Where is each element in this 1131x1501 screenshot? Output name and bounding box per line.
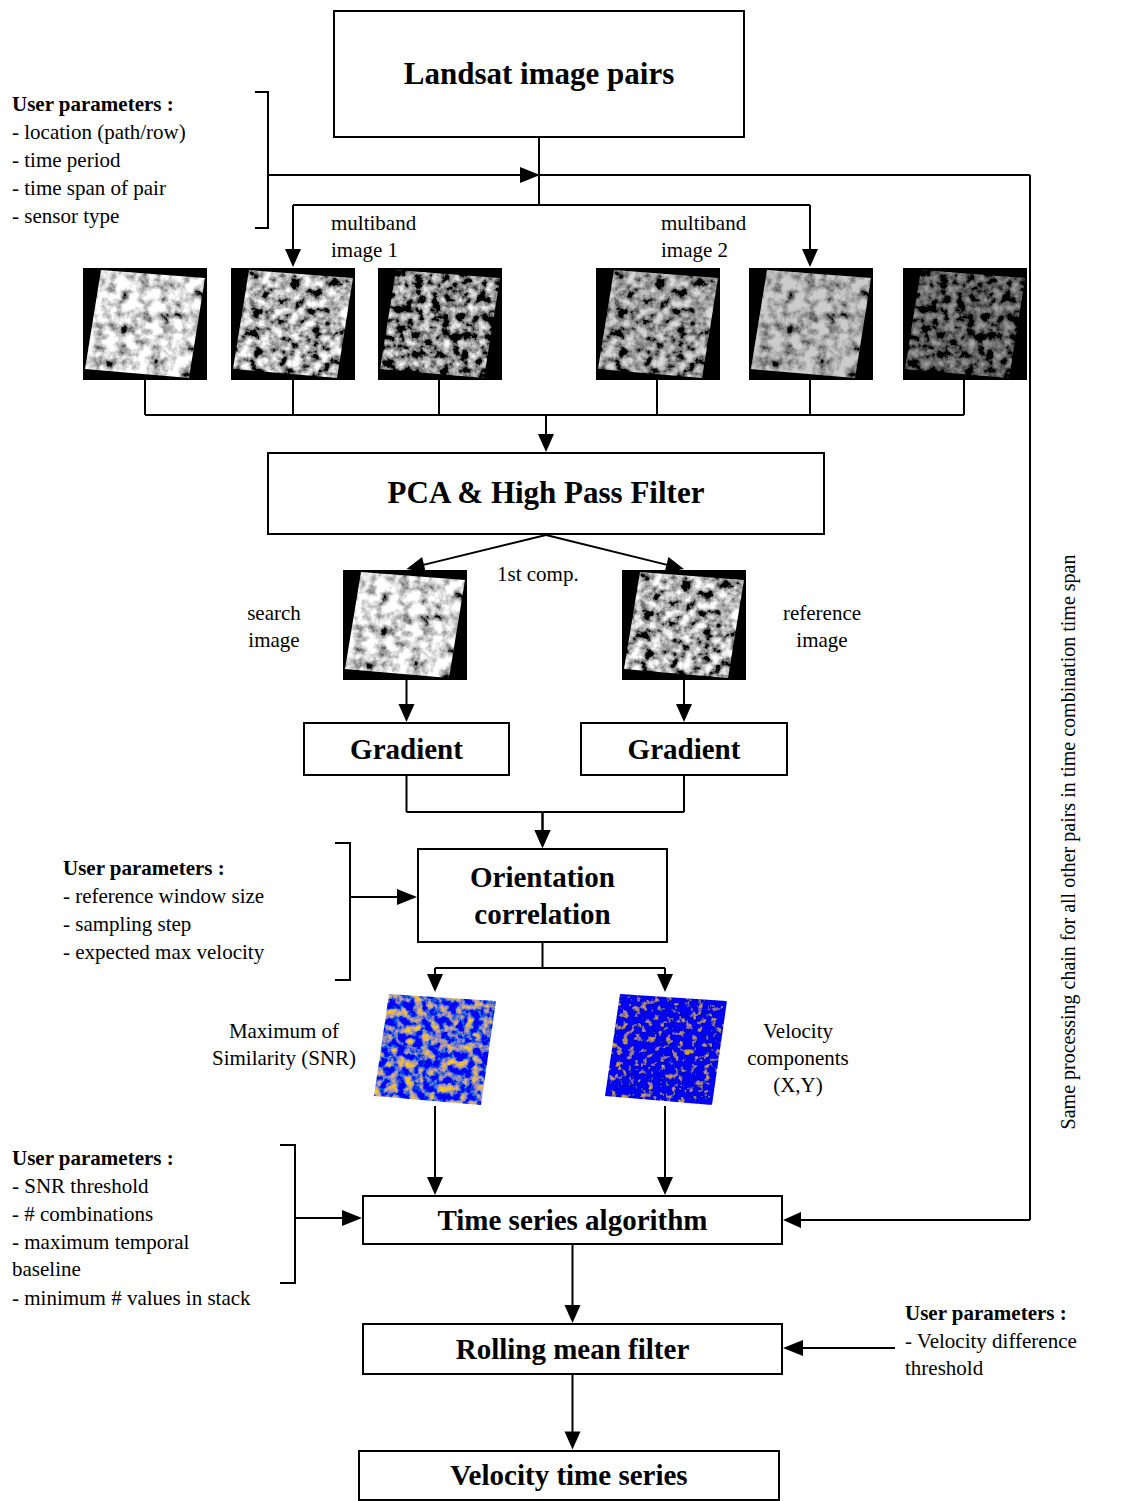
reference-image bbox=[622, 570, 746, 680]
box-label: Time series algorithm bbox=[437, 1202, 707, 1238]
process-box: Gradient bbox=[580, 722, 788, 776]
annotation-label: 1st comp. bbox=[497, 561, 579, 588]
annotation-label: Velocity components (X,Y) bbox=[728, 1018, 868, 1099]
annotation-label: multiband image 1 bbox=[331, 210, 456, 264]
box-label: Velocity time series bbox=[450, 1457, 687, 1493]
annotation-label: - SNR threshold bbox=[12, 1173, 149, 1200]
parameter-heading: User parameters : bbox=[12, 91, 174, 118]
side-note: Same processing chain for all other pair… bbox=[1055, 555, 1082, 1130]
annotation-label: multiband image 2 bbox=[661, 210, 786, 264]
static-arrowheads bbox=[285, 167, 818, 1356]
velocity-map bbox=[605, 994, 727, 1105]
annotation-label: - time span of pair bbox=[12, 175, 166, 202]
satellite-thumbnail bbox=[378, 268, 502, 380]
flow-arrow bbox=[407, 776, 551, 848]
flow-arrow bbox=[427, 943, 673, 1195]
box-label: Gradient bbox=[628, 731, 741, 767]
parameter-heading: User parameters : bbox=[905, 1300, 1067, 1327]
annotation-label: - maximum temporal baseline bbox=[12, 1229, 257, 1283]
annotation-label: - # combinations bbox=[12, 1201, 153, 1228]
flow-arrow bbox=[565, 1245, 581, 1323]
satellite-thumbnail bbox=[903, 268, 1027, 380]
process-box: Gradient bbox=[303, 722, 510, 776]
box-label: PCA & High Pass Filter bbox=[388, 474, 705, 513]
flow-arrow bbox=[539, 175, 1030, 1228]
process-box: Velocity time series bbox=[358, 1450, 780, 1501]
box-label: Orientation correlation bbox=[429, 859, 656, 932]
annotation-label: Maximum of Similarity (SNR) bbox=[208, 1018, 360, 1072]
annotation-label: - location (path/row) bbox=[12, 119, 186, 146]
branch-lines bbox=[145, 92, 964, 1348]
annotation-label: - reference window size bbox=[63, 883, 264, 910]
process-box: Rolling mean filter bbox=[362, 1323, 783, 1375]
flow-arrow bbox=[565, 1375, 581, 1450]
annotation-label: reference image bbox=[766, 600, 878, 654]
process-box: Landsat image pairs bbox=[333, 10, 745, 138]
parameter-heading: User parameters : bbox=[12, 1145, 174, 1172]
annotation-label: - minimum # values in stack bbox=[12, 1285, 257, 1312]
annotation-label: - sampling step bbox=[63, 911, 191, 938]
box-label: Gradient bbox=[350, 731, 463, 767]
annotation-label: - Velocity difference threshold bbox=[905, 1328, 1127, 1382]
annotation-label: search image bbox=[232, 600, 316, 654]
box-label: Rolling mean filter bbox=[456, 1331, 690, 1367]
box-label: Landsat image pairs bbox=[404, 55, 674, 94]
satellite-thumbnail bbox=[231, 268, 355, 380]
process-box: Orientation correlation bbox=[417, 848, 668, 943]
process-box: Time series algorithm bbox=[362, 1195, 783, 1245]
annotation-label: - expected max velocity bbox=[63, 939, 264, 966]
process-box: PCA & High Pass Filter bbox=[267, 452, 825, 535]
annotation-label: - sensor type bbox=[12, 203, 119, 230]
annotation-label: - time period bbox=[12, 147, 120, 174]
snr-map bbox=[374, 994, 496, 1105]
flow-arrow bbox=[535, 776, 685, 848]
flow-arrow bbox=[538, 138, 554, 452]
search-image bbox=[343, 570, 467, 680]
satellite-thumbnail bbox=[596, 268, 720, 380]
parameter-heading: User parameters : bbox=[63, 855, 225, 882]
satellite-thumbnail bbox=[83, 268, 207, 380]
satellite-thumbnail bbox=[749, 268, 873, 380]
